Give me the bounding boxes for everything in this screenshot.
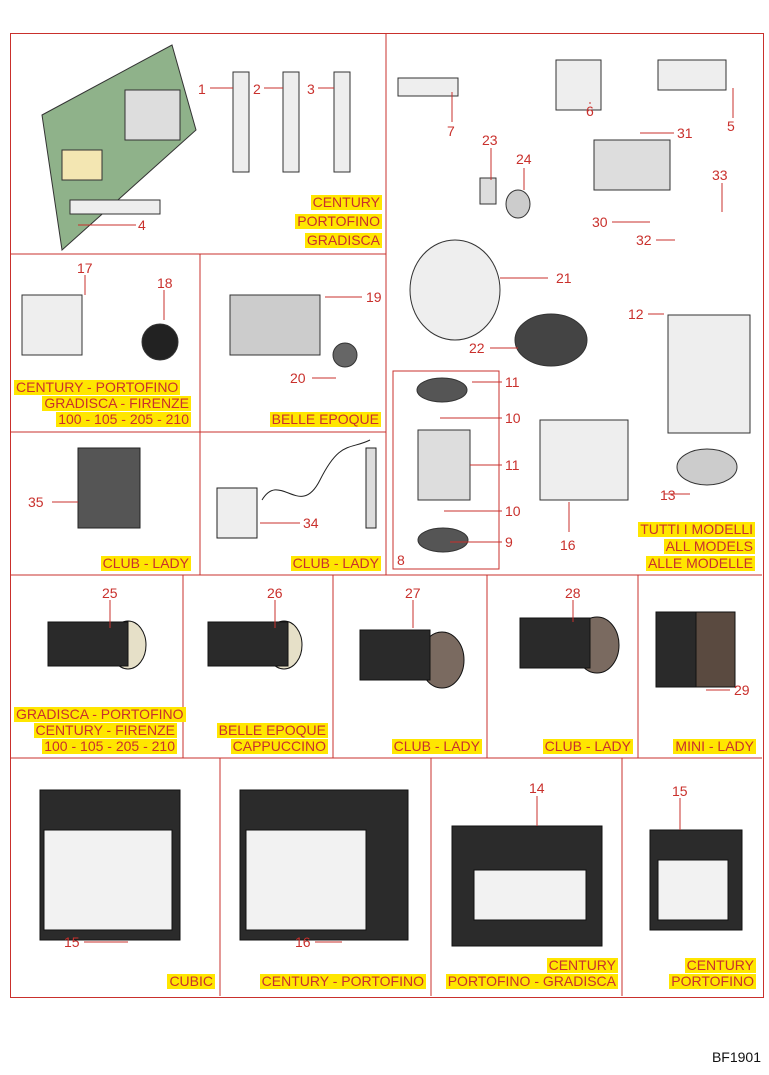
callout-27: 25 xyxy=(102,585,118,601)
callout-31: 29 xyxy=(734,682,750,698)
label-p6-1: TUTTI I MODELLI xyxy=(638,521,755,537)
page-frame xyxy=(10,33,764,998)
callout-26: 24 xyxy=(516,151,532,167)
label-p6-2: ALL MODELS xyxy=(663,538,755,554)
label-p7-3: 100 - 105 - 205 - 210 xyxy=(42,738,177,754)
callout-36: 34 xyxy=(303,515,319,531)
label-p1-1: CENTURY xyxy=(310,194,382,210)
callout-7: 7 xyxy=(447,123,455,139)
callout-35: 33 xyxy=(712,167,728,183)
label-p4-1: CLUB - LADY xyxy=(100,555,191,571)
callout-4: 4 xyxy=(138,217,146,233)
label-p15-1: CENTURY xyxy=(684,957,756,973)
callout-29: 27 xyxy=(405,585,421,601)
callout-8: 8 xyxy=(397,552,405,568)
label-p1-3: GRADISCA xyxy=(304,232,382,248)
label-p6-3: ALLE MODELLE xyxy=(645,555,755,571)
callout-30: 28 xyxy=(565,585,581,601)
label-p3-1: BELLE EPOQUE xyxy=(269,411,381,427)
label-p7-1: GRADISCA - PORTOFINO xyxy=(14,706,186,722)
callout-14: 14 xyxy=(529,780,545,796)
callout-21: 19 xyxy=(366,289,382,305)
label-p8-1: BELLE EPOQUE xyxy=(216,722,328,738)
callout-9-bottom: 9 xyxy=(505,534,513,550)
callout-24: 22 xyxy=(469,340,485,356)
label-p7-2: CENTURY - FIRENZE xyxy=(33,722,177,738)
callout-16: 16 xyxy=(295,934,311,950)
callout-6: 6 xyxy=(586,103,594,119)
callout-25: 23 xyxy=(482,132,498,148)
callout-20: 18 xyxy=(157,275,173,291)
callout-5: 5 xyxy=(727,118,735,134)
callout-37: 35 xyxy=(28,494,44,510)
label-p13-1: CENTURY - PORTOFINO xyxy=(259,973,426,989)
callout-18: 16 xyxy=(560,537,576,553)
callout-15: 15 xyxy=(64,934,80,950)
callout-10-bottom: 10 xyxy=(505,503,521,519)
label-p9-1: CLUB - LADY xyxy=(391,738,482,754)
callout-28: 26 xyxy=(267,585,283,601)
callout-34: 32 xyxy=(636,232,652,248)
callout-12: 12 xyxy=(628,306,644,322)
callout-23: 21 xyxy=(556,270,572,286)
callout-33: 31 xyxy=(677,125,693,141)
label-p10-1: CLUB - LADY xyxy=(542,738,633,754)
callout-1: 1 xyxy=(198,81,206,97)
label-p1-2: PORTOFINO xyxy=(295,213,382,229)
label-p11-1: MINI - LADY xyxy=(673,738,756,754)
label-p8-2: CAPPUCCINO xyxy=(230,738,328,754)
callout-22: 20 xyxy=(290,370,306,386)
label-p15-2: PORTOFINO xyxy=(669,973,756,989)
document-code: BF1901 xyxy=(711,1049,761,1065)
callout-32: 30 xyxy=(592,214,608,230)
callout-19: 17 xyxy=(77,260,93,276)
label-p5-1: CLUB - LADY xyxy=(290,555,381,571)
label-p2-3: 100 - 105 - 205 - 210 xyxy=(56,411,191,427)
callout-9-top: 11 xyxy=(505,374,520,390)
callout-10-top: 10 xyxy=(505,410,521,426)
label-p2-2: GRADISCA - FIRENZE xyxy=(42,395,191,411)
callout-3: 3 xyxy=(307,81,315,97)
label-p14-1: CENTURY xyxy=(546,957,618,973)
callout-13: 13 xyxy=(660,487,676,503)
callout-17: 15 xyxy=(672,783,688,799)
label-p2-1: CENTURY - PORTOFINO xyxy=(14,379,181,395)
label-p14-2: PORTOFINO - GRADISCA xyxy=(445,973,618,989)
callout-2: 2 xyxy=(253,81,261,97)
callout-11: 11 xyxy=(505,457,520,473)
label-p12-1: CUBIC xyxy=(167,973,215,989)
